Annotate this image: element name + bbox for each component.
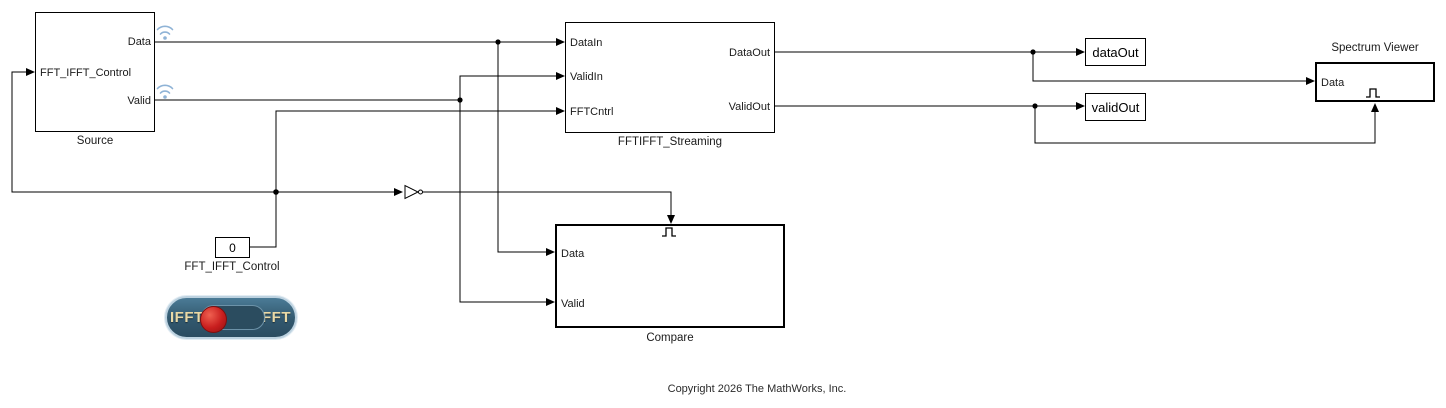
spectrum-viewer-block[interactable]: Data xyxy=(1315,62,1435,102)
constant-value: 0 xyxy=(229,240,236,255)
wire-data-to-datain[interactable] xyxy=(155,38,565,256)
toggle-fft-label[interactable]: FFT xyxy=(262,309,291,326)
streaming-badge-data-icon[interactable] xyxy=(156,25,174,40)
toggle-knob[interactable] xyxy=(200,306,227,333)
fftifft-output-validout-label: ValidOut xyxy=(728,101,770,113)
streaming-badge-valid-icon[interactable] xyxy=(156,84,174,99)
dataout-label: dataOut xyxy=(1092,44,1139,60)
fft-ifft-control-constant-block[interactable]: 0 xyxy=(215,237,250,258)
source-output-port-valid-label: Valid xyxy=(127,95,151,107)
wire-validout[interactable] xyxy=(775,102,1379,144)
compare-input-valid-label: Valid xyxy=(561,298,585,310)
validout-label: validOut xyxy=(1091,99,1140,115)
spectrum-viewer-caption: Spectrum Viewer xyxy=(1331,42,1419,54)
fftifft-streaming-block[interactable]: DataIn ValidIn FFTCntrl DataOut ValidOut xyxy=(565,22,775,133)
source-caption: Source xyxy=(76,135,114,147)
source-block[interactable]: FFT_IFFT_Control Data Valid xyxy=(35,12,155,132)
validout-block[interactable]: validOut xyxy=(1085,93,1146,121)
ifft-fft-toggle-switch[interactable]: IFFT FFT xyxy=(165,296,297,339)
line-connection-dot-icon xyxy=(418,189,423,195)
compare-block[interactable]: Data Valid xyxy=(555,224,785,328)
spectrum-viewer-data-port-label: Data xyxy=(1321,77,1345,89)
fftifft-output-dataout-label: DataOut xyxy=(729,47,770,59)
source-output-port-data-label: Data xyxy=(127,36,151,48)
fft-ifft-control-caption: FFT_IFFT_Control xyxy=(184,261,280,273)
compare-input-data-label: Data xyxy=(561,248,585,260)
toggle-ifft-label[interactable]: IFFT xyxy=(170,309,204,326)
compare-caption: Compare xyxy=(646,332,694,344)
source-input-port-label: FFT_IFFT_Control xyxy=(40,67,132,79)
fftifft-input-validin-label: ValidIn xyxy=(570,71,603,83)
copyright-text: Copyright 2026 The MathWorks, Inc. xyxy=(667,383,847,395)
dataout-block[interactable]: dataOut xyxy=(1085,38,1146,66)
fftifft-input-datain-label: DataIn xyxy=(570,37,603,49)
fftifft-input-fftcntrl-label: FFTCntrl xyxy=(570,106,614,118)
fftifft-streaming-caption: FFTIFFT_Streaming xyxy=(617,136,723,148)
wire-dataout[interactable] xyxy=(775,48,1315,85)
line-connection-triangle-icon xyxy=(404,184,420,200)
